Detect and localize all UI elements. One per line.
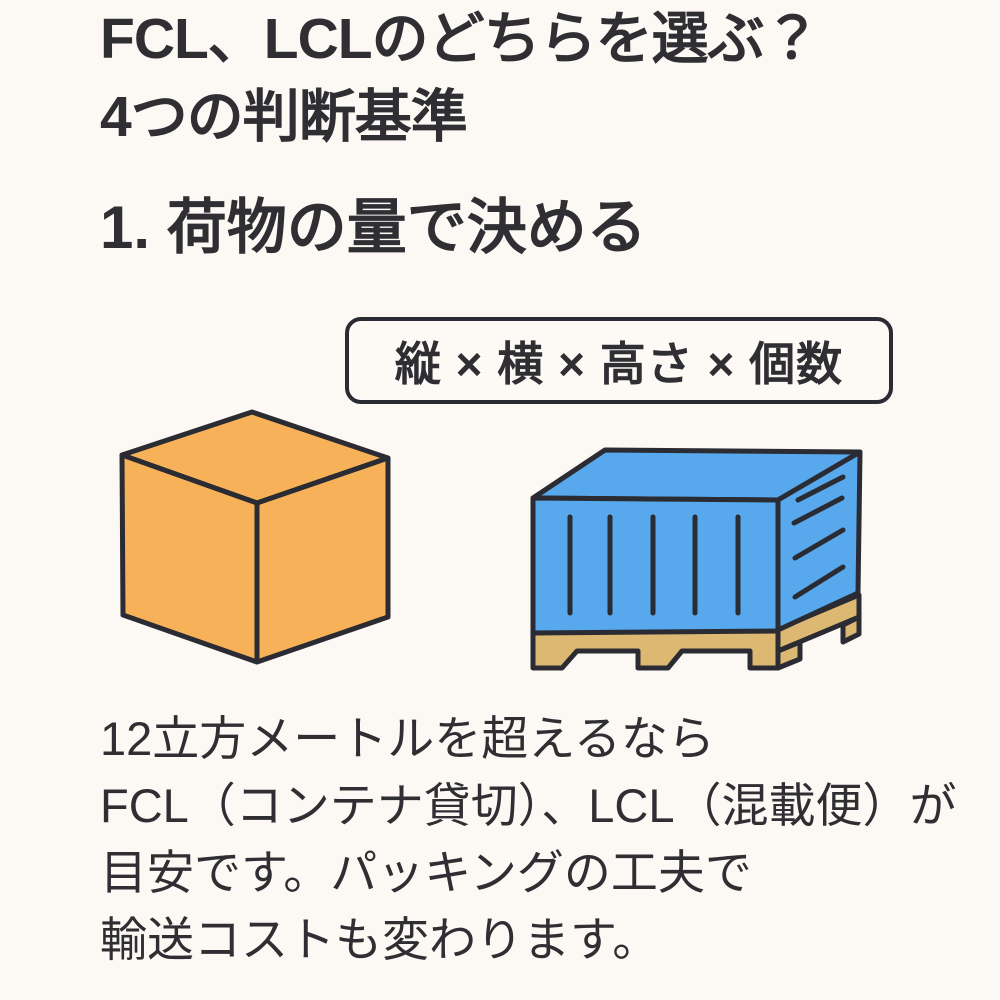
body-line-4: 輸送コストも変わります。 [100,913,660,966]
body-line-3: 目安です。パッキングの工夫で [100,846,752,899]
cargo-cube-icon [119,409,391,665]
pallet-side-near-foot [775,639,803,671]
container-side-corrugation-lines [791,474,846,600]
page-title: FCL、LCLのどちらを選ぶ？ 4つの判断基準 [100,0,960,156]
page-title-line-1: FCL、LCLのどちらを選ぶ？ [100,7,821,71]
body-line-1: 12立方メートルを超えるなら [100,712,715,765]
container-front-corrugation-lines [567,514,741,616]
cube-right-face [254,455,391,665]
body-paragraph: 12立方メートルを超えるなら FCL（コンテナ貸切）、LCL（混載便）が 目安で… [100,705,960,973]
body-line-2: FCL（コンテナ貸切）、LCL（混載便）が [100,779,957,832]
container-pallet-icon [530,447,863,671]
volume-formula-box: 縦 × 横 × 高さ × 個数 [345,317,893,404]
volume-formula-text: 縦 × 横 × 高さ × 個数 [394,337,844,390]
pallet-side-far-foot [840,614,862,645]
pallet-front-face [530,627,781,671]
page-title-line-2: 4つの判断基準 [100,85,468,149]
section-heading: 1. 荷物の量で決める [100,194,647,261]
